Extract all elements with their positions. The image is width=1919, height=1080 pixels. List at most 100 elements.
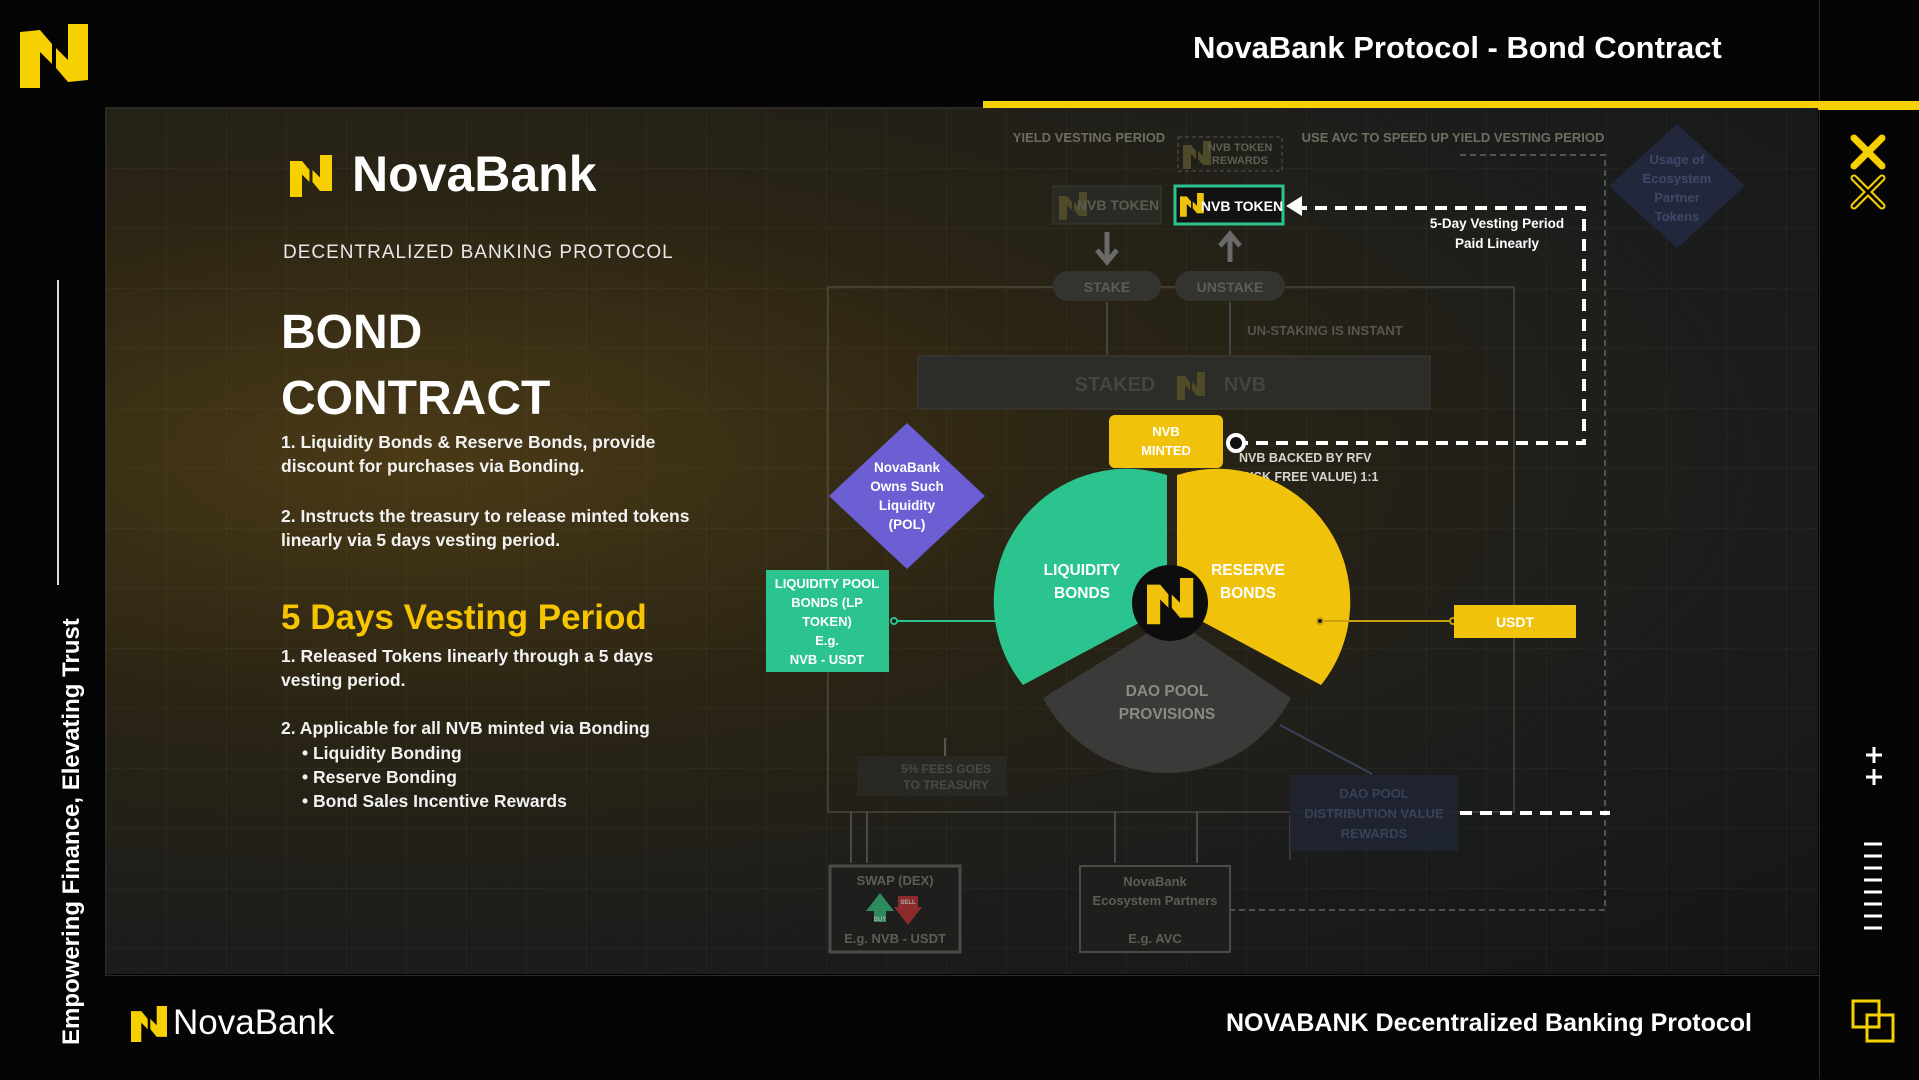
ecosystem-diamond [1609, 124, 1745, 248]
nvb-minted-box [1109, 415, 1223, 468]
nvb-minted-label-1: NVB [1152, 424, 1179, 439]
vesting-title: 5 Days Vesting Period [281, 598, 647, 637]
dao-dist-label-1: DAO POOL [1339, 786, 1408, 801]
swap-label-1: SWAP (DEX) [856, 873, 933, 888]
pol-diamond [829, 423, 985, 569]
buy-arrow-icon [866, 893, 894, 911]
lp-label-5: NVB - USDT [790, 652, 864, 667]
lp-bonds-box [766, 570, 889, 672]
unstaking-instant-label: UN-STAKING IS INSTANT [1247, 323, 1403, 338]
zoom-in-icon[interactable] [1862, 745, 1886, 787]
lp-label-2: BONDS (LP [791, 595, 863, 610]
pol-label-4: (POL) [889, 517, 926, 532]
unstake-arrow-icon [1218, 230, 1242, 262]
brand-subtitle: DECENTRALIZED BANKING PROTOCOL [283, 242, 674, 263]
swap-dex-box [828, 864, 962, 954]
bond-contract-diagram: YIELD VESTING PERIOD USE AVC TO SPEED UP… [766, 124, 1745, 954]
reserve-bonds-segment [1177, 468, 1351, 685]
pol-label-3: Liquidity [879, 498, 936, 513]
intro-point-1: 1. Liquidity Bonds & Reserve Bonds, prov… [281, 432, 656, 476]
windows-icon[interactable] [1850, 998, 1896, 1044]
reserve-bonds-label-1: RESERVE [1211, 562, 1285, 579]
nvb-token-label: NVB TOKEN [1201, 198, 1283, 214]
vesting-start-node [1226, 433, 1246, 453]
buy-label: BUY [874, 917, 887, 923]
vesting-arrowhead [1286, 196, 1302, 216]
ecosystem-label-4: Tokens [1655, 209, 1700, 224]
ecosystem-label-2: Ecosystem [1643, 171, 1712, 186]
lp-label-3: TOKEN) [802, 614, 852, 629]
header-accent-line [983, 101, 1919, 110]
staked-nvb-box [917, 355, 1431, 410]
ecosystem-label-1: Usage of [1650, 152, 1706, 167]
brand-name: NovaBank [352, 146, 597, 202]
vesting-note-2: Paid Linearly [1455, 236, 1540, 251]
vesting-bullet: • Reserve Bonding [302, 767, 457, 787]
liquidity-bonds-label-1: LIQUIDITY [1044, 562, 1121, 579]
center-logo-circle [1132, 565, 1208, 641]
dao-dist-label-3: REWARDS [1341, 826, 1408, 841]
reserve-bonds-label-2: BONDS [1220, 585, 1276, 602]
bottom-bar [105, 975, 1819, 1080]
vesting-note-1: 5-Day Vesting Period [1430, 216, 1564, 231]
fees-box [857, 756, 1007, 796]
stake-arrow-icon [1095, 232, 1119, 266]
staked-label: STAKED [1075, 374, 1156, 396]
swap-label-2: E.g. NVB - USDT [844, 931, 946, 946]
novabank-logo-icon[interactable] [18, 22, 90, 90]
nvb-minted-label-2: MINTED [1141, 443, 1191, 458]
liquidity-bonds-segment [993, 468, 1167, 685]
outer-flow-frame [827, 286, 1515, 813]
fees-label-2: TO TREASURY [903, 778, 988, 792]
vesting-flow-line [1236, 206, 1586, 445]
sidebar-tagline: Empowering Finance, Elevating Trust [58, 618, 85, 1045]
yield-vesting-period-label: YIELD VESTING PERIOD [1013, 130, 1165, 145]
pol-label-1: NovaBank [874, 460, 941, 475]
eco-label-2: Ecosystem Partners [1092, 893, 1217, 908]
ecosystem-label-3: Partner [1654, 190, 1700, 205]
rfv-label-1: NVB BACKED BY RFV [1239, 451, 1372, 465]
page-title: NovaBank Protocol - Bond Contract [1193, 30, 1722, 65]
sell-arrow-icon [894, 907, 922, 925]
use-avc-label: USE AVC TO SPEED UP YIELD VESTING PERIOD [1302, 130, 1605, 145]
footer-tagline: NOVABANK Decentralized Banking Protocol [1226, 1009, 1753, 1037]
stake-pill [1053, 271, 1161, 301]
staked-nvb-label: NVB [1224, 374, 1266, 396]
nvb-rewards-label-1: NVB TOKEN [1208, 142, 1273, 154]
ecosystem-partners-box [1079, 865, 1231, 953]
footer-logo-icon [131, 1006, 167, 1042]
left-rail [0, 0, 106, 1079]
vesting-bullet: • Bond Sales Incentive Rewards [302, 791, 567, 811]
nvb-rewards-label-2: REWARDS [1212, 155, 1268, 167]
right-rail [1819, 0, 1919, 1079]
dao-distribution-box [1290, 775, 1458, 851]
fees-label-1: 5% FEES GOES [901, 762, 991, 776]
eco-label-3: E.g. AVC [1128, 931, 1182, 946]
close-icon[interactable] [1848, 132, 1888, 212]
dao-pool-label-1: DAO POOL [1126, 683, 1209, 700]
dao-pool-segment [1043, 618, 1291, 774]
unstake-label: UNSTAKE [1197, 279, 1264, 295]
menu-lines-icon[interactable] [1862, 840, 1884, 936]
usdt-box [1454, 605, 1576, 638]
sell-label: SELL [900, 900, 916, 906]
footer-brand: NovaBank [173, 1003, 335, 1042]
top-bar [105, 0, 1819, 108]
dao-dist-label-2: DISTRIBUTION VALUE [1304, 806, 1443, 821]
unstake-pill [1175, 271, 1285, 301]
lp-label-4: E.g. [815, 633, 839, 648]
usdt-label: USDT [1496, 614, 1535, 630]
stake-label: STAKE [1084, 279, 1130, 295]
lp-label-1: LIQUIDITY POOL [775, 576, 880, 591]
vesting-point-2: 2. Applicable for all NVB minted via Bon… [281, 718, 650, 738]
vesting-bullet: • Liquidity Bonding [302, 743, 462, 763]
rfv-label-2: (RISK FREE VALUE) 1:1 [1237, 470, 1378, 484]
nvb-rewards-box [1177, 136, 1283, 172]
bond-contract-title: BOND CONTRACT [281, 306, 551, 425]
sidebar-divider [57, 280, 59, 585]
novabank-brand-icon [290, 155, 332, 197]
intro-point-2: 2. Instructs the treasury to release min… [281, 506, 690, 550]
eco-label-1: NovaBank [1123, 874, 1187, 889]
pol-label-2: Owns Such [870, 479, 944, 494]
slide-content: YIELD VESTING PERIOD USE AVC TO SPEED UP… [106, 108, 1818, 974]
